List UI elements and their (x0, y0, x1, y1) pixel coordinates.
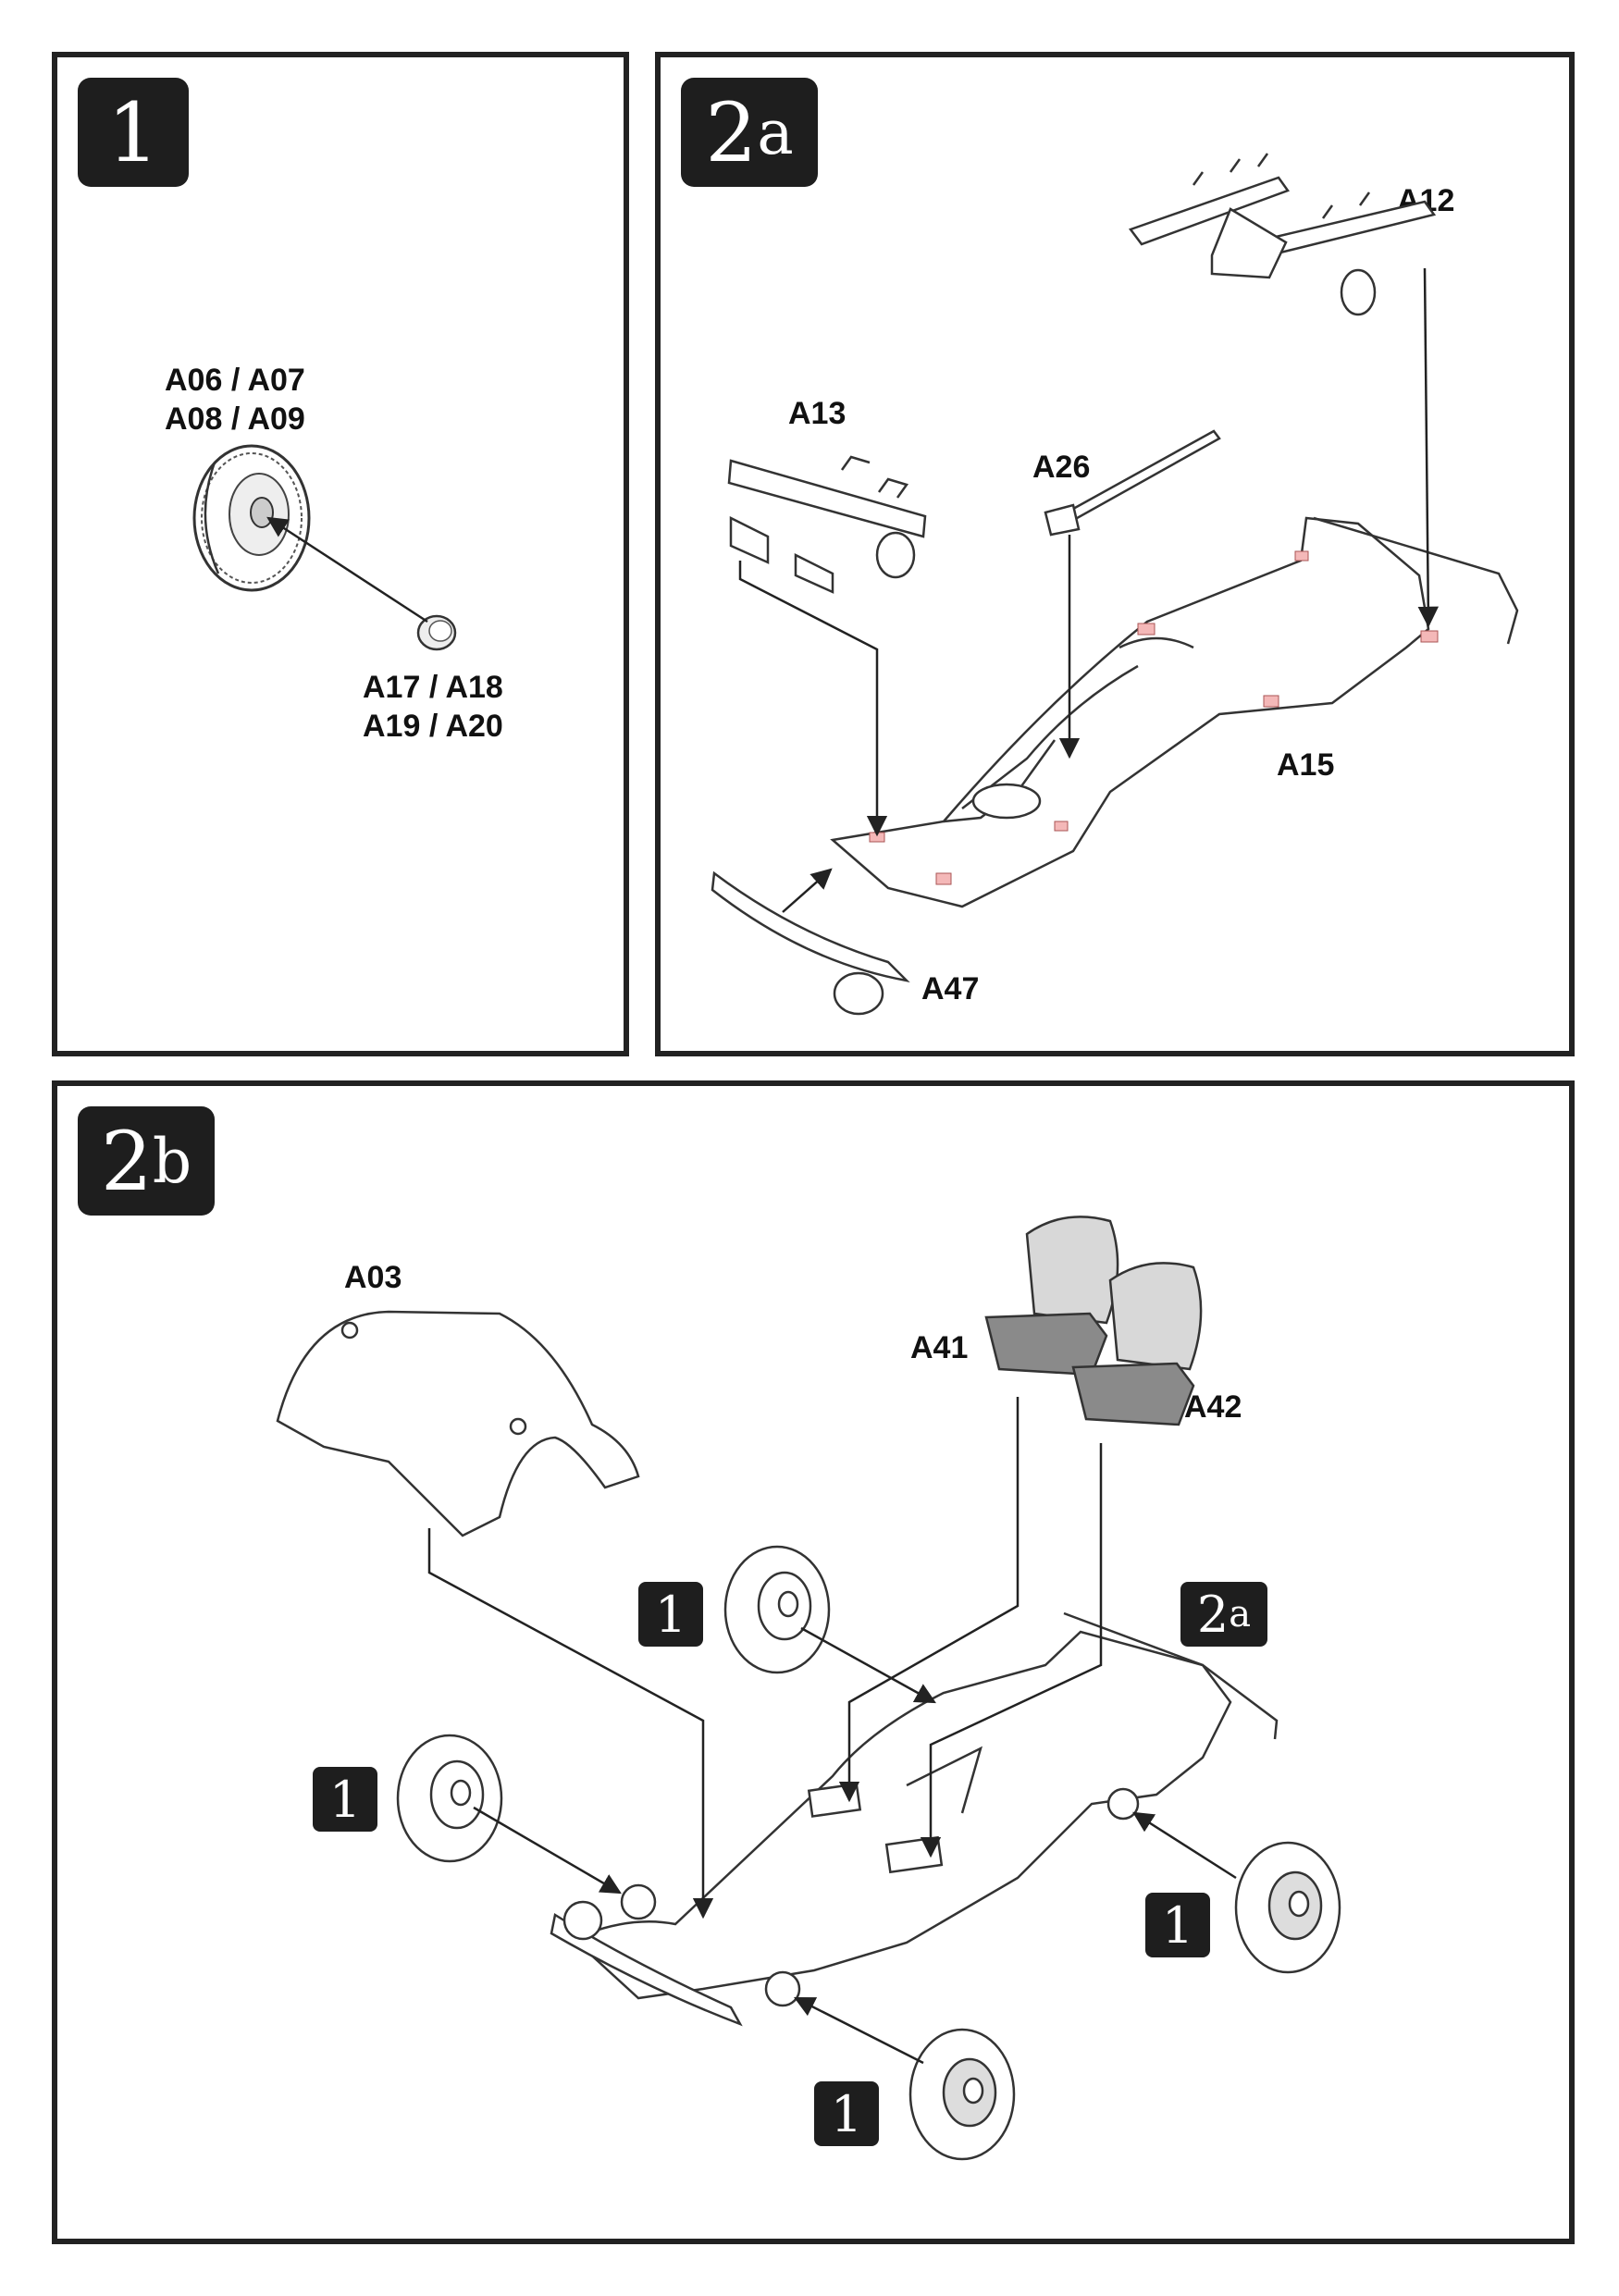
part-label-a03: A03 (344, 1260, 402, 1295)
bumper-a47-drawing (711, 870, 910, 1016)
wheel-ref-number: 1 (328, 1770, 362, 1829)
part-label-a47: A47 (921, 971, 980, 1006)
wheel-rear-right (1234, 1841, 1341, 1974)
front-axle-a13-drawing (727, 455, 927, 594)
step1-assembly-arrow (266, 516, 428, 623)
part-label-a15: A15 (1277, 747, 1335, 783)
chassis-frame-a15-drawing (830, 516, 1519, 908)
part-label-a26: A26 (1032, 450, 1091, 485)
step-2b-panel (52, 1080, 1575, 2244)
wheel-ref-badge-rear-right: 1 (1145, 1893, 1210, 1957)
driveshaft-a26-drawing (1044, 429, 1221, 537)
step1-wheel-drawing (192, 444, 311, 592)
step-1-number: 1 (107, 84, 159, 180)
hub-cap-label-line1: A17 / A18 (363, 670, 503, 705)
rear-axle-a12-drawing (1128, 153, 1437, 316)
wheel-ref-number: 1 (830, 2084, 863, 2143)
wheel-front-right (908, 2028, 1016, 2161)
step-1-badge: 1 (78, 78, 189, 187)
wheel-front-left (396, 1734, 503, 1863)
wheel-ref-badge-rear-left: 1 (638, 1582, 703, 1647)
step2a-arrows (738, 267, 1440, 913)
assembled-chassis-drawing (550, 1611, 1279, 2027)
step2b-arrows (427, 1397, 1237, 2065)
wheel-ref-number: 1 (1161, 1895, 1194, 1955)
step-1-panel (52, 52, 629, 1056)
wheel-ref-number: 1 (654, 1585, 687, 1644)
wheel-ref-badge-front-left: 1 (313, 1767, 377, 1832)
step-2b-number: 2 (100, 1113, 153, 1209)
part-label-a13: A13 (788, 396, 847, 431)
seat-a42-drawing (1071, 1262, 1203, 1426)
subassembly-ref-suffix: a (1229, 1593, 1252, 1636)
step1-hubcap-drawing (416, 614, 457, 651)
wheel-part-label-line2: A08 / A09 (165, 401, 305, 437)
hub-cap-label-line2: A19 / A20 (363, 709, 503, 744)
wheel-rear-left (723, 1545, 831, 1674)
subassembly-ref-number: 2 (1196, 1585, 1230, 1644)
step-2a-suffix: a (757, 96, 794, 168)
fender-body-a03-drawing (276, 1310, 640, 1537)
glue-points (869, 550, 1439, 885)
seat-a41-drawing (984, 1216, 1119, 1376)
step-2b-suffix: b (152, 1125, 192, 1197)
wheel-ref-badge-front-right: 1 (814, 2081, 879, 2146)
part-label-a42: A42 (1184, 1389, 1242, 1425)
part-label-a41: A41 (910, 1330, 969, 1365)
wheel-part-label-line1: A06 / A07 (165, 363, 305, 398)
step-2a-number: 2 (705, 84, 758, 180)
